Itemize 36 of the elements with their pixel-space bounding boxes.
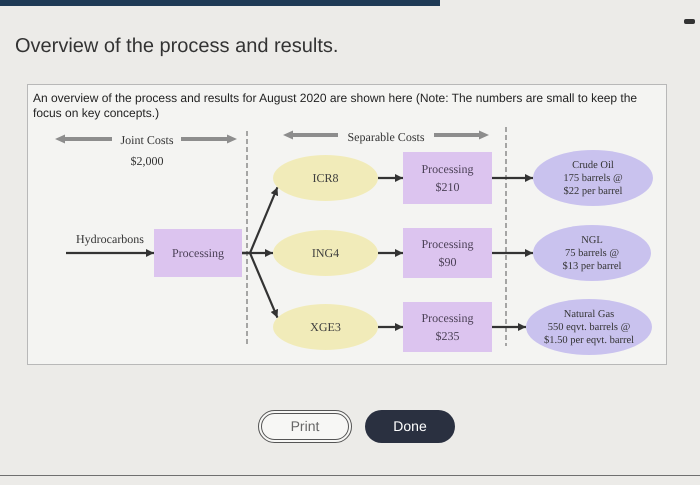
section-label: Separable Costs (346, 129, 426, 146)
process-label: Processing (172, 245, 224, 262)
arrow (378, 323, 403, 331)
process-label: Processing (422, 161, 474, 178)
done-button: Done (365, 410, 455, 443)
quantity-price-text: 175 barrels @ $22 per barrel (562, 172, 624, 198)
process-label: Processing (422, 236, 474, 253)
product-name: Crude Oil (572, 158, 614, 172)
arrow (242, 252, 278, 318)
quantity-price-text: 75 barrels @ $13 per barrel (562, 246, 622, 272)
arrow (492, 249, 533, 257)
arrow (378, 174, 403, 182)
intro-text: An overview of the process and results for August 2020 are shown here (Note: The numbers are small to keep the focus on key concepts.) (33, 91, 638, 121)
product-name: NGL (581, 234, 603, 246)
print-button: Print (258, 410, 352, 443)
process-box (154, 229, 242, 277)
process-box (403, 228, 492, 278)
arrow (492, 174, 533, 182)
process-label: Processing (422, 310, 474, 327)
product-name: XGE3 (310, 319, 341, 336)
cost-value: $2,000 (130, 153, 164, 170)
edge-label: Hydrocarbons (75, 232, 145, 246)
product-name: ING4 (312, 245, 340, 262)
product-name: Natural Gas (564, 308, 614, 320)
process-box (403, 302, 492, 352)
arrow (66, 249, 154, 257)
arrow (378, 249, 403, 257)
cost-value: $235 (436, 328, 460, 345)
cost-value: $90 (438, 254, 456, 271)
quantity-price-text: 550 eqvt. barrels @ $1.50 per eqvt. barrel (542, 320, 636, 346)
arrow (492, 323, 526, 331)
cost-value: $210 (436, 179, 460, 196)
page-title: Overview of the process and results. (15, 34, 338, 58)
process-box (403, 152, 492, 204)
product-name: ICR8 (312, 170, 338, 187)
section-label: Joint Costs (119, 132, 174, 149)
